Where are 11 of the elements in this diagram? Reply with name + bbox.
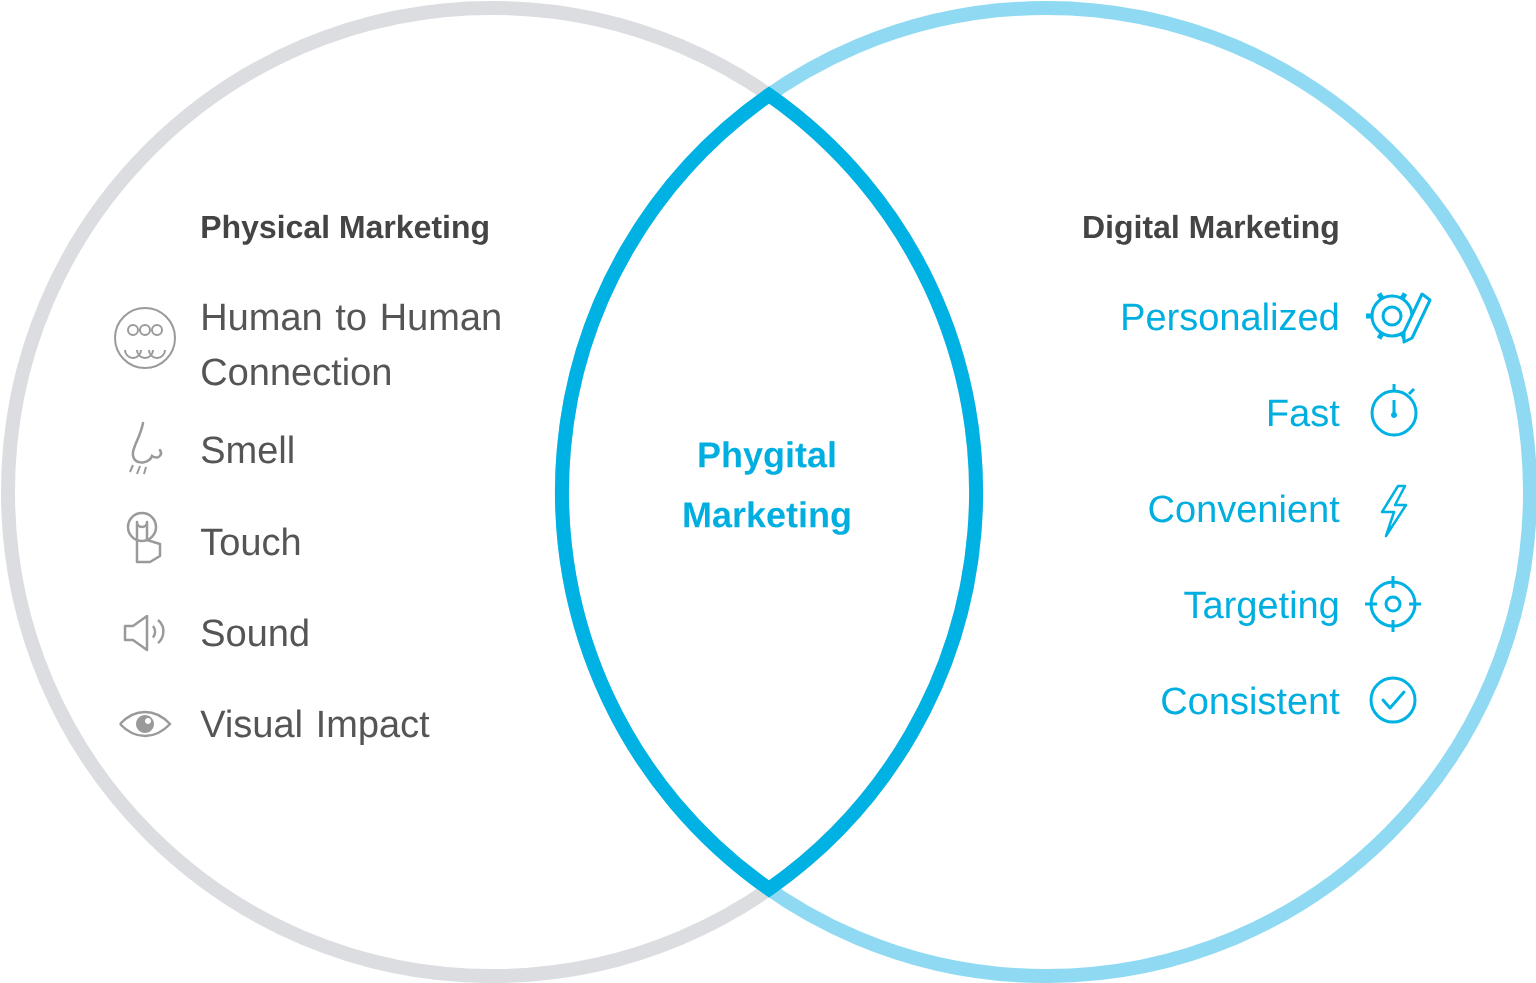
item-label: Touch xyxy=(201,527,300,556)
item-label: Convenient xyxy=(1149,494,1340,523)
item-label: Personalized xyxy=(1123,302,1338,331)
overlap-lens: Phygital Marketing xyxy=(554,88,984,896)
item-label: Consistent xyxy=(1162,686,1340,715)
item-label: Targeting xyxy=(1184,590,1338,626)
item-label: Smell xyxy=(201,435,293,464)
item-label: Human to Human Connection xyxy=(202,303,500,386)
item-label: Sound xyxy=(201,618,308,647)
item-label: Visual Impact xyxy=(200,709,430,745)
item-label: Fast xyxy=(1269,399,1340,427)
